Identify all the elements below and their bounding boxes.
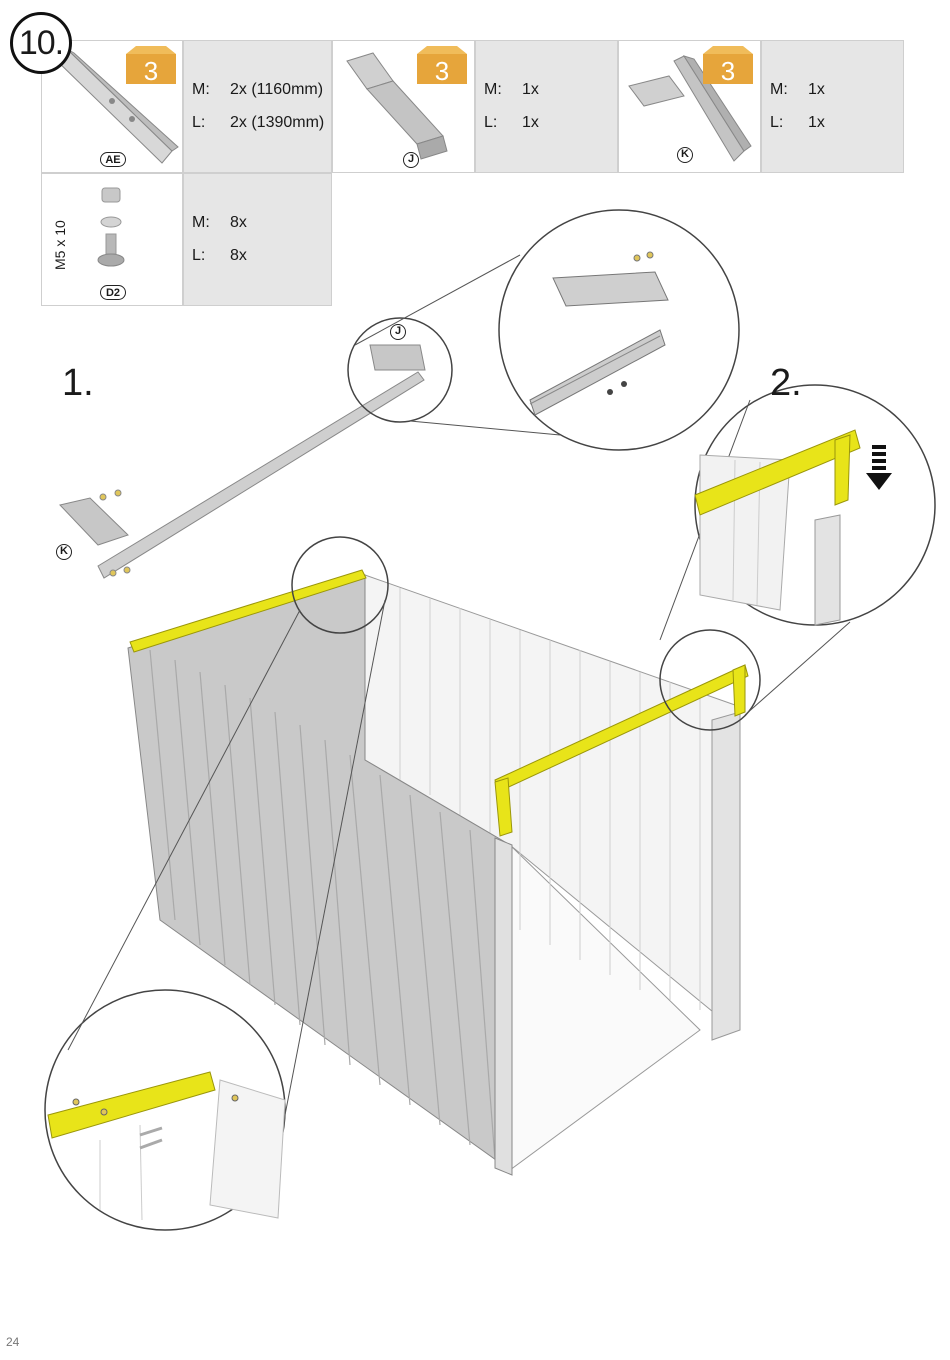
front-corner: [494, 837, 513, 1176]
part-j-image: 3 J: [332, 40, 475, 173]
model-m-label: M:: [192, 81, 210, 98]
part-d2-image: M5 x 10 D2: [41, 173, 183, 306]
model-m-label: M:: [484, 81, 502, 98]
zoom-left-detail: [47, 1071, 286, 1221]
model-l-label: L:: [192, 114, 206, 131]
part-tag: AE: [100, 152, 126, 167]
label-j: J: [390, 324, 406, 340]
model-m-value: 1x: [522, 81, 539, 98]
box-icon: 3: [122, 46, 180, 86]
zoom-small-right: [659, 629, 761, 731]
part-k-image: 3 K: [618, 40, 761, 173]
model-l-value: 8x: [230, 247, 247, 264]
part-ae-image: 3 AE: [41, 40, 183, 173]
bracket-j-icon: [346, 52, 448, 160]
model-l-value: 1x: [522, 114, 539, 131]
bracket-j: [369, 344, 426, 371]
box-icon: 3: [413, 46, 471, 86]
zoom-j-detail: [529, 251, 669, 416]
zoom-small-left: [291, 536, 389, 634]
part-tag: J: [403, 152, 419, 168]
zoom-right-detail: [694, 429, 892, 626]
new-rail-bracket-left: [494, 777, 513, 837]
part-j-qty: M: 1x L: 1x: [475, 40, 618, 173]
model-m-label: M:: [192, 214, 210, 231]
model-l-label: L:: [770, 114, 784, 131]
part-ae-qty: M: 2x (1160mm) L: 2x (1390mm): [183, 40, 332, 173]
box-icon: 3: [699, 46, 757, 86]
model-m-value: 8x: [230, 214, 247, 231]
arrow-down-icon: [866, 445, 892, 490]
model-m-label: M:: [770, 81, 788, 98]
step-2-label: 2.: [770, 362, 802, 404]
part-tag: K: [677, 147, 693, 163]
label-k: K: [56, 544, 72, 560]
right-post: [711, 711, 741, 1041]
bracket-k: [59, 497, 129, 546]
screw-nut-washer-icon: [97, 187, 125, 267]
part-tag: D2: [100, 285, 126, 300]
installed-rail-highlight: [129, 569, 367, 653]
step-1-label: 1.: [62, 362, 94, 404]
part-d2-qty: M: 8x L: 8x: [183, 173, 332, 306]
model-l-label: L:: [192, 247, 206, 264]
side-wall-seams: [149, 649, 496, 1161]
bracket-k-icon: [628, 55, 752, 162]
zoom-small-j: [347, 317, 453, 423]
part-k-qty: M: 1x L: 1x: [761, 40, 904, 173]
new-rail-bracket-right: [732, 664, 746, 717]
step-number: 10.: [10, 12, 72, 74]
step1-rail: [97, 371, 425, 579]
model-l-value: 2x (1390mm): [230, 114, 325, 131]
page-number: 24: [6, 1335, 20, 1349]
model-l-label: L:: [484, 114, 498, 131]
model-l-value: 1x: [808, 114, 825, 131]
model-m-value: 2x (1160mm): [230, 81, 324, 98]
model-m-value: 1x: [808, 81, 825, 98]
